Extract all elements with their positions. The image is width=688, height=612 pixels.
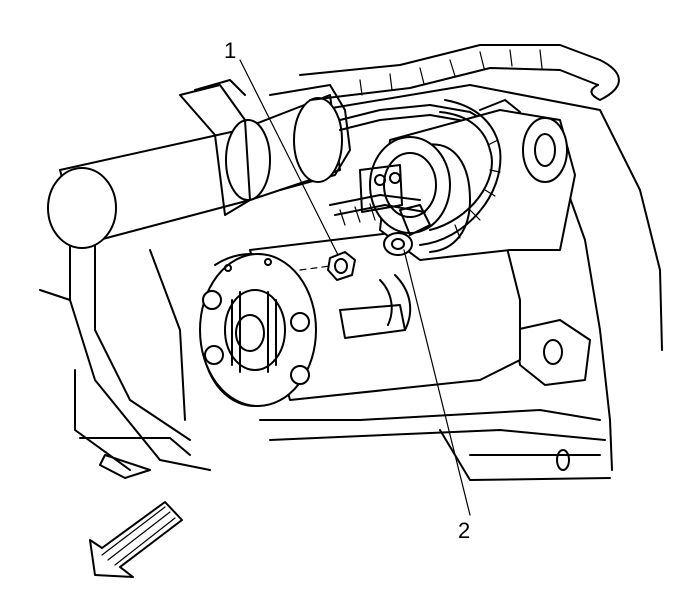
starter-mounting-nut: [327, 251, 356, 281]
starter-solenoid: [329, 136, 451, 236]
callout-1-group: [239, 59, 356, 281]
engine-block-background: [39, 84, 663, 481]
starter-bracket: [339, 274, 412, 339]
direction-arrow-icon: [89, 501, 183, 578]
battery-cable: [419, 99, 502, 246]
callout-2-group: [383, 232, 471, 516]
leader-line-2: [403, 249, 471, 516]
cylindrical-component: [47, 79, 351, 249]
leader-line-1: [239, 59, 339, 256]
starter-terminal-nut: [383, 232, 413, 256]
starter-drive-housing: [199, 253, 317, 407]
alignment-line: [299, 265, 331, 271]
callout-label-1: 1: [224, 38, 236, 63]
callout-label-2: 2: [458, 518, 470, 543]
